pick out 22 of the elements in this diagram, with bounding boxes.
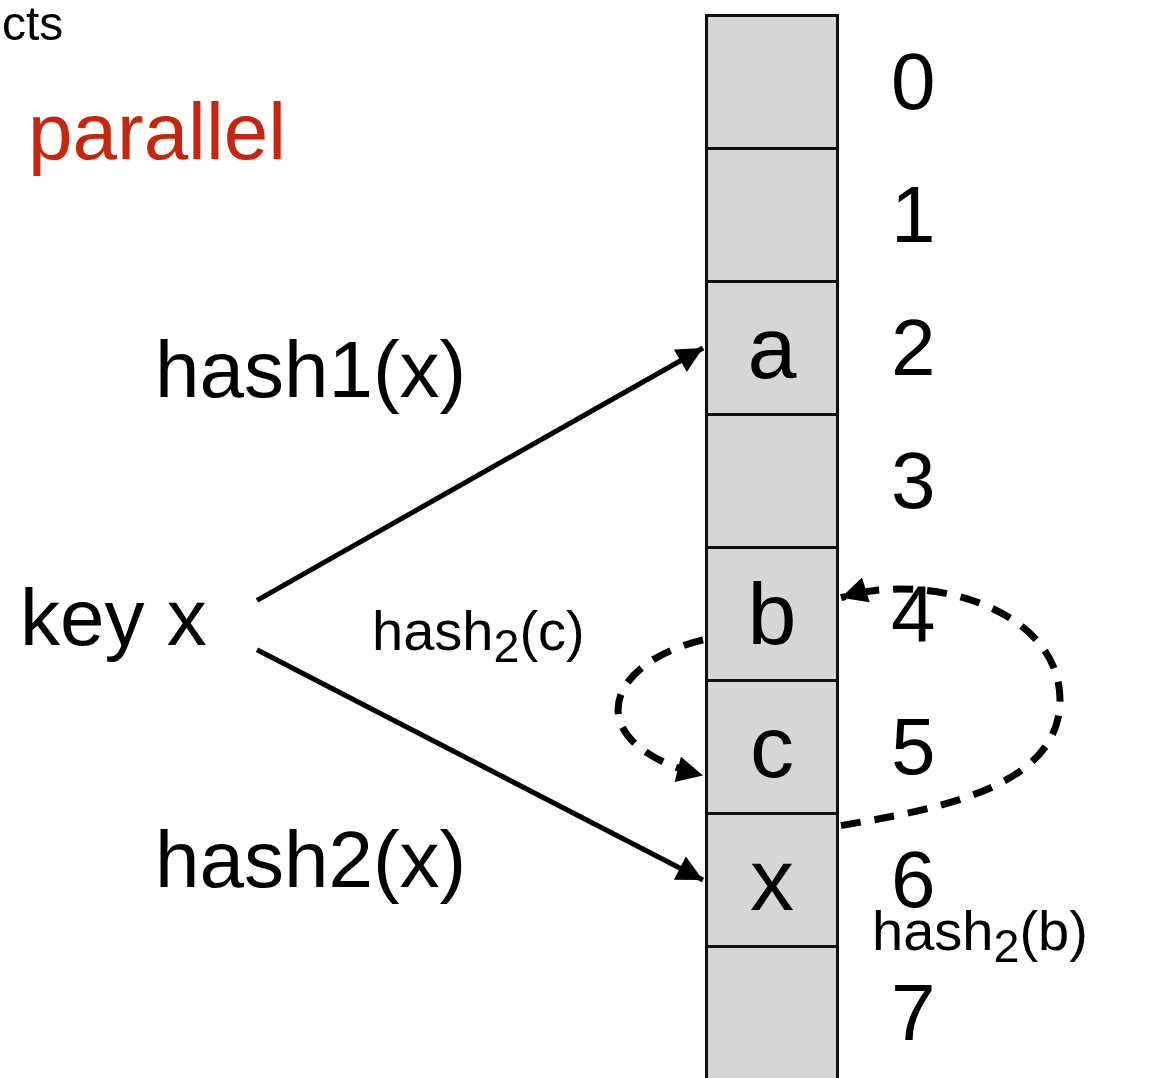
arrow (255, 345, 705, 603)
slot-index: 1 (891, 175, 936, 255)
table-slot (705, 14, 839, 150)
slot-index: 2 (891, 308, 936, 388)
dashed-arrow (614, 636, 705, 781)
table-slot: a (705, 280, 839, 416)
slot-index: 7 (891, 973, 936, 1053)
slot-index: 0 (891, 42, 936, 122)
slot-index: 4 (891, 574, 936, 654)
table-slot: c (705, 679, 839, 815)
slot-index: 3 (891, 441, 936, 521)
dashed-arrow (840, 578, 1064, 830)
arrow (255, 647, 705, 883)
table-slot: x (705, 812, 839, 948)
edge-label: hash$_{2}$(c) (372, 603, 585, 670)
table-slot (705, 945, 839, 1078)
key-label: key x (20, 570, 255, 665)
cut-off-text: cts (2, 0, 64, 48)
table-slot (705, 413, 839, 549)
slot-index: 5 (891, 707, 936, 787)
table-slot: b (705, 546, 839, 682)
table-slot (705, 147, 839, 283)
